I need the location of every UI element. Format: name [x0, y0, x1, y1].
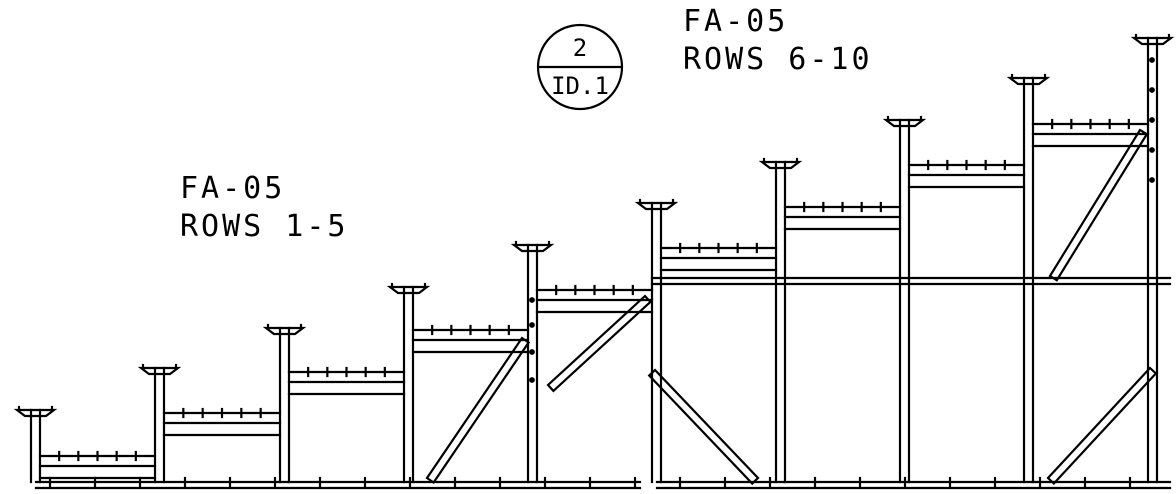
bolt-dot — [1149, 57, 1155, 63]
label-rows-6-10: FA-05 ROWS 6-10 — [683, 3, 873, 79]
diagonal-brace — [1046, 366, 1158, 485]
riser-cap-plate — [13, 408, 58, 418]
riser-cap-plate — [1006, 76, 1051, 86]
diagonal-brace — [546, 294, 652, 393]
riser-cap-plate — [634, 201, 679, 211]
riser-cap-plate — [882, 118, 927, 128]
label-rows-6-10-line1: FA-05 — [683, 4, 789, 39]
bolt-dot — [1149, 87, 1155, 93]
section-bubble-sheet: ID.1 — [551, 72, 609, 100]
riser-cap-plate — [137, 366, 182, 376]
riser-cap-plate — [262, 326, 307, 336]
section-bubble-number: 2 — [572, 34, 588, 62]
riser-cap-plate — [386, 285, 431, 295]
diagonal-brace — [647, 368, 760, 486]
bolt-dot — [1149, 117, 1155, 123]
label-rows-1-5: FA-05 ROWS 1-5 — [180, 170, 349, 246]
label-rows-1-5-line1: FA-05 — [180, 171, 286, 206]
bolt-dot — [529, 377, 535, 383]
label-rows-6-10-line2: ROWS 6-10 — [683, 42, 873, 77]
bolt-dot — [1149, 147, 1155, 153]
diagonal-brace — [1048, 128, 1149, 282]
section-bubble — [536, 23, 624, 111]
riser-cap-plate — [1130, 36, 1175, 46]
label-rows-1-5-line2: ROWS 1-5 — [180, 209, 349, 244]
diagonal-brace — [425, 336, 531, 485]
bolt-dot — [529, 349, 535, 355]
riser-cap-plate — [510, 243, 555, 253]
bolt-dot — [529, 297, 535, 303]
riser-structure — [13, 33, 1175, 490]
bolt-dot — [1149, 177, 1155, 183]
bolt-dot — [529, 322, 535, 328]
riser-cap-plate — [758, 160, 803, 170]
